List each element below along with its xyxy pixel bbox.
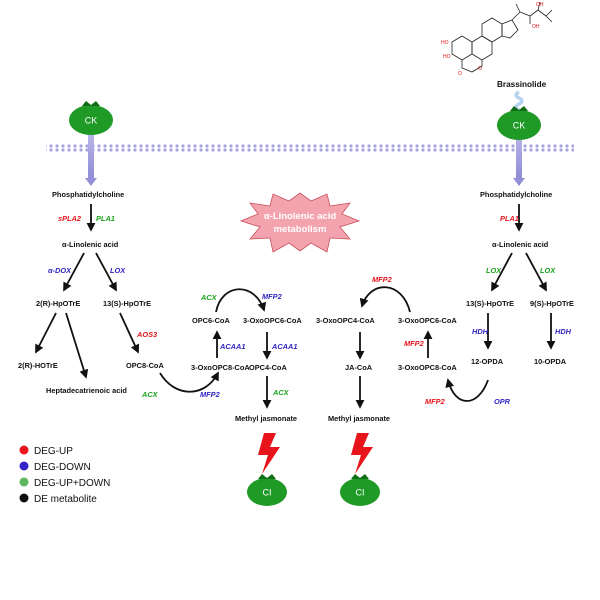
tomato-stem-icon [351,474,369,479]
brassinolide-atom-oh-2: OH [536,2,544,8]
mid2-enzyme-mfp2-bottom: MFP2 [425,397,446,406]
left-enzyme-adox: α-DOX [48,266,72,275]
legend-label-down: DEG-DOWN [34,462,91,473]
right-linolenic-acid: α-Linolenic acid [492,240,549,249]
tomato-ck-left-label: CK [85,116,98,126]
lightning-bolt-icon [258,433,280,474]
left-2r-hotre: 2(R)-HOTrE [18,361,58,370]
mid1-enzyme-mfp2-top: MFP2 [262,292,283,301]
left-enzyme-aos3: AOS3 [136,330,158,339]
tomato-ci-1-label: CI [263,488,272,498]
tomato-ci-2: CI [340,474,380,506]
left-opc8coa: OPC8-CoA [126,361,164,370]
tomato-stem-icon [510,106,528,111]
legend-label-updown: DEG-UP+DOWN [34,478,110,489]
right-10-opda: 10-OPDA [534,357,567,366]
right-phosphatidylcholine: Phosphatidylcholine [480,190,552,199]
brassinolide-structure-icon [451,1,553,73]
right-9s-hpotre: 9(S)-HpOTrE [530,299,574,308]
mid2-jacoa: JA-CoA [345,363,373,372]
signal-beam-right [516,134,522,180]
legend: DEG-UP DEG-DOWN DEG-UP+DOWN DE metabolit… [19,445,110,505]
brassinolide-atom-ho-1: HO [441,40,449,46]
brassinolide-label: Brassinolide [497,80,547,89]
left-2r-hpotre: 2(R)-HpOTrE [36,299,80,308]
tomato-ck-right-label: CK [513,121,526,131]
right-12-opda: 12-OPDA [471,357,504,366]
right-enzyme-lox-right: LOX [540,266,556,275]
mid2-enzyme-mfp2-top: MFP2 [372,275,393,284]
brassinolide-atom-o-2: O [478,66,482,72]
signal-beam-right-tip [513,178,525,186]
left-enzyme-lox: LOX [110,266,126,275]
mid2-enzyme-mfp2-mid: MFP2 [404,339,425,348]
mid1-3-oxoopc8coa: 3-OxoOPC8-CoA [191,363,250,372]
brassinolide-atom-ho-2: HO [443,54,451,60]
legend-dot-updown [19,477,29,487]
mid2-3-oxoopc8coa: 3-OxoOPC8-CoA [398,363,457,372]
brassinolide-atom-oh-1: OH [532,24,540,30]
mid1-opc6coa: OPC6-CoA [192,316,230,325]
legend-dot-metabolite [19,493,29,503]
right-enzyme-hdh-left: HDH [472,327,489,336]
legend-label-up: DEG-UP [34,446,73,457]
mid1-opc4coa: OPC4-CoA [249,363,287,372]
mid1-3-oxoopc6coa: 3-OxoOPC6-CoA [243,316,302,325]
mid1-enzyme-mfp2-bottom: MFP2 [200,390,221,399]
left-heptadecatrienoic-acid: Heptadecatrienoic acid [46,386,127,395]
mid1-enzyme-acaa1-right: ACAA1 [271,342,297,351]
mid2-methyl-jasmonate: Methyl jasmonate [328,414,390,423]
tomato-ci-2-label: CI [356,488,365,498]
left-phosphatidylcholine: Phosphatidylcholine [52,190,124,199]
tomato-stem-icon [82,101,100,106]
right-13s-hpotre: 13(S)-HpOTrE [466,299,514,308]
legend-dot-up [19,445,29,455]
tomato-ck-left: CK [69,101,113,135]
mid1-enzyme-acx-right: ACX [272,388,290,397]
right-enzyme-lox-left: LOX [486,266,502,275]
mid1-enzyme-acaa1-left: ACAA1 [219,342,245,351]
tomato-ck-right: CK [497,106,541,140]
mid2-3-oxoopc6coa: 3-OxoOPC6-CoA [398,316,457,325]
left-enzyme-spla2: sPLA2 [58,214,82,223]
left-enzyme-pla1: PLA1 [96,214,115,223]
left-13s-hpotre: 13(S)-HpOTrE [103,299,151,308]
mid1-enzyme-acx-bottom: ACX [141,390,159,399]
tomato-ci-1: CI [247,474,287,506]
legend-label-metabolite: DE metabolite [34,494,97,505]
legend-dot-down [19,461,29,471]
central-title-line1: α-Linolenic acid [264,211,337,222]
right-enzyme-pla1: PLA1 [500,214,519,223]
central-burst-shape [239,192,361,253]
right-enzyme-hdh-right: HDH [555,327,572,336]
mid1-enzyme-acx-top: ACX [200,293,218,302]
mid1-methyl-jasmonate: Methyl jasmonate [235,414,297,423]
lightning-bolt-icon [351,433,373,474]
mid2-enzyme-opr: OPR [494,397,511,406]
cell-membrane [46,144,574,152]
signal-beam-left-tip [85,178,97,186]
signal-beam-left [88,134,94,180]
left-linolenic-acid: α-Linolenic acid [62,240,119,249]
central-title-line2: metabolism [274,224,327,235]
tomato-stem-icon [258,474,276,479]
mid2-3-oxoopc4coa: 3-OxoOPC4-CoA [316,316,375,325]
brassinolide-atom-o-1: O [458,71,462,77]
